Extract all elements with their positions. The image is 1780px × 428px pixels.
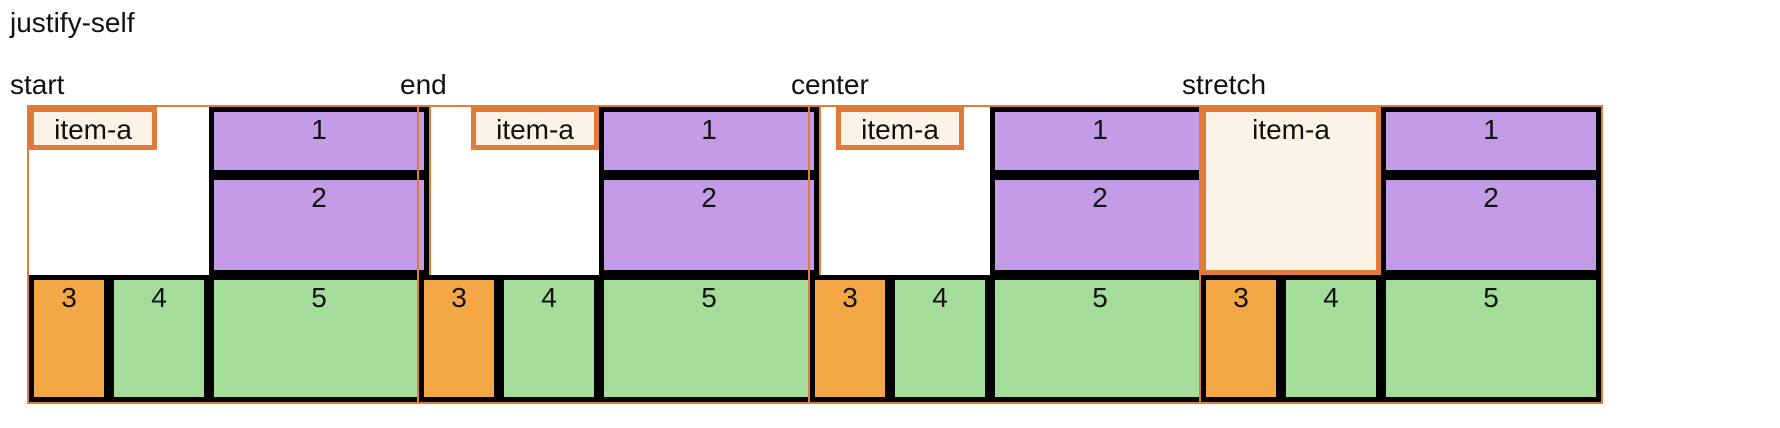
grid-container-stretch: item-a 1 2 3 4 5 <box>1199 105 1603 404</box>
grid-cell-4: 4 <box>890 275 990 402</box>
item-a: item-a <box>29 107 157 150</box>
demo-stretch: stretch item-a 1 2 3 4 5 <box>1182 68 1603 408</box>
demo-label-start: start <box>10 69 65 100</box>
demo-label-center: center <box>791 69 869 100</box>
grid-cell-2: 2 <box>990 175 1210 275</box>
item-a: item-a <box>471 107 599 150</box>
grid-cell-1: 1 <box>1381 107 1601 175</box>
grid-cell-2: 2 <box>599 175 819 275</box>
grid-cell-5: 5 <box>599 275 819 402</box>
grid-cell-3: 3 <box>1201 275 1281 402</box>
grid-container-center: item-a 1 2 3 4 5 <box>808 105 1212 404</box>
item-a: item-a <box>836 107 964 150</box>
demo-label-end: end <box>400 69 447 100</box>
grid-cell-1: 1 <box>990 107 1210 175</box>
demo-end: end item-a 1 2 3 4 5 <box>400 68 821 408</box>
page-title: justify-self <box>10 7 135 38</box>
grid-cell-1: 1 <box>209 107 429 175</box>
grid-cell-4: 4 <box>1281 275 1381 402</box>
demo-label-stretch: stretch <box>1182 69 1267 100</box>
grid-cell-3: 3 <box>29 275 109 402</box>
grid-cell-1: 1 <box>599 107 819 175</box>
grid-cell-4: 4 <box>499 275 599 402</box>
grid-cell-2: 2 <box>1381 175 1601 275</box>
grid-cell-5: 5 <box>1381 275 1601 402</box>
grid-cell-3: 3 <box>419 275 499 402</box>
grid-cell-2: 2 <box>209 175 429 275</box>
demo-start: start item-a 1 2 3 4 5 <box>10 68 431 408</box>
grid-container-end: item-a 1 2 3 4 5 <box>417 105 821 404</box>
demo-center: center item-a 1 2 3 4 5 <box>791 68 1212 408</box>
grid-cell-4: 4 <box>109 275 209 402</box>
grid-cell-5: 5 <box>990 275 1210 402</box>
grid-cell-3: 3 <box>810 275 890 402</box>
grid-cell-5: 5 <box>209 275 429 402</box>
grid-container-start: item-a 1 2 3 4 5 <box>27 105 431 404</box>
item-a: item-a <box>1201 107 1381 275</box>
